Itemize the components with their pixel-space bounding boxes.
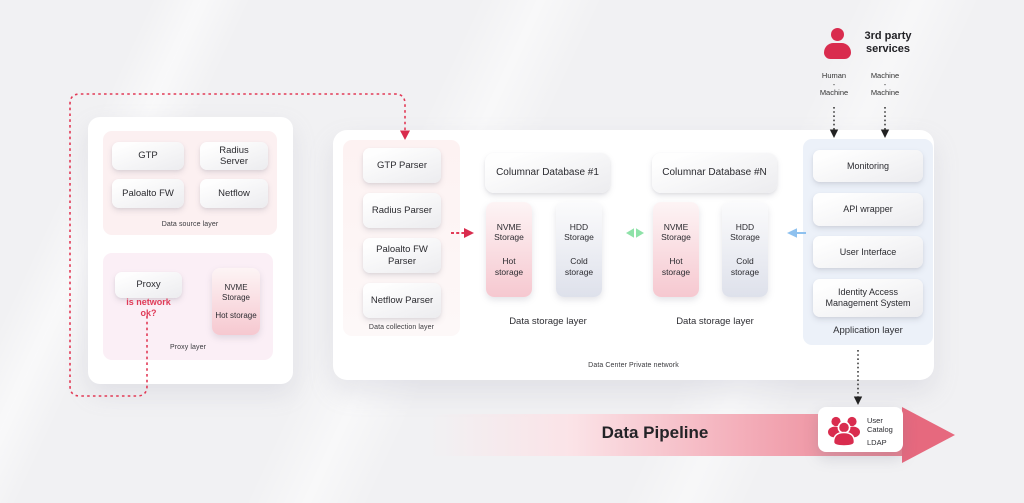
storage2-nvme-card: NVME Storage Hot storage	[653, 202, 699, 297]
storage2-hdd-tier: Cold storage	[730, 256, 760, 277]
user-interface-node: User Interface	[813, 236, 923, 268]
flow1-dash: -	[832, 79, 836, 89]
columnar-database-n-node: Columnar Database #N	[652, 153, 777, 193]
storage2-nvme-tier: Hot storage	[661, 256, 691, 277]
person-icon	[831, 28, 844, 41]
columnar-database-1-label: Columnar Database #1	[496, 167, 599, 178]
storage1-hdd-title: HDD Storage	[564, 221, 594, 243]
storage1-hdd-tier: Cold storage	[564, 256, 594, 277]
storage2-nvme-title: NVME Storage	[661, 221, 691, 243]
user-catalog-label: User Catalog	[867, 416, 893, 434]
human-machine-flow-label: Human - Machine	[808, 71, 860, 98]
monitoring-node: Monitoring	[813, 150, 923, 182]
application-layer-label: Application layer	[833, 325, 903, 336]
proxy-nvme-storage-card: NVME Storage Hot storage	[212, 268, 260, 335]
storage2-hdd-title: HDD Storage	[730, 221, 760, 243]
proxy-nvme-title: NVME Storage	[221, 282, 251, 302]
ldap-label: LDAP	[867, 438, 887, 447]
storage1-nvme-title: NVME Storage	[494, 221, 524, 243]
data-pipeline-arrowhead-icon	[902, 407, 955, 463]
gtp-label: GTP	[138, 150, 158, 162]
data-storage-layer-1-label: Data storage layer	[509, 316, 587, 327]
proxy-layer-panel: Proxy is network ok? NVME Storage Hot st…	[103, 253, 273, 360]
columnar-database-n-label: Columnar Database #N	[662, 167, 767, 178]
proxy-layer-label: Proxy layer	[169, 344, 207, 351]
paloalto-fw-label: Paloalto FW	[122, 187, 174, 199]
radius-parser-label: Radius Parser	[371, 204, 433, 216]
flow2-dash: -	[883, 79, 887, 89]
data-pipeline-title: Data Pipeline	[601, 423, 709, 442]
storage1-nvme-card: NVME Storage Hot storage	[486, 202, 532, 297]
storage1-hdd-card: HDD Storage Cold storage	[556, 202, 602, 297]
paloalto-fw-parser-label: Paloalto FW Parser	[376, 244, 428, 267]
gtp-parser-node: GTP Parser	[363, 148, 441, 183]
application-layer-panel: Monitoring API wrapper User Interface Id…	[803, 139, 933, 345]
source-proxy-card: GTP Radius Server Paloalto FW Netflow Da…	[88, 117, 293, 384]
data-storage-layer-2-label: Data storage layer	[676, 316, 754, 327]
flow2-bottom: Machine	[870, 88, 900, 98]
netflow-label: Netflow	[218, 187, 250, 199]
network-question-text: is network ok?	[126, 297, 171, 318]
person-icon-body	[824, 43, 851, 59]
data-collection-layer-label: Data collection layer	[368, 324, 435, 331]
machine-machine-flow-label: Machine - Machine	[859, 71, 911, 98]
monitoring-label: Monitoring	[846, 160, 890, 171]
columnar-database-1-node: Columnar Database #1	[485, 153, 610, 193]
datacenter-label: Data Center Private network	[588, 362, 679, 369]
proxy-nvme-tier: Hot storage	[215, 310, 257, 320]
datacenter-container: GTP Parser Radius Parser Paloalto FW Par…	[333, 130, 934, 380]
api-wrapper-label: API wrapper	[843, 204, 893, 215]
gtp-parser-label: GTP Parser	[377, 159, 427, 171]
radius-server-label: Radius Server	[219, 144, 249, 167]
storage2-hdd-card: HDD Storage Cold storage	[722, 202, 768, 297]
flow1-top: Human	[821, 71, 847, 80]
identity-access-label: Identity Access Management System	[825, 287, 911, 308]
netflow-parser-label: Netflow Parser	[370, 294, 434, 306]
data-source-layer-panel: GTP Radius Server Paloalto FW Netflow Da…	[103, 131, 277, 235]
flow1-bottom: Machine	[819, 88, 849, 98]
user-catalog-card: User Catalog LDAP	[818, 407, 903, 452]
third-party-title: 3rd party services	[864, 30, 912, 56]
identity-access-node: Identity Access Management System	[813, 279, 923, 317]
paloalto-fw-parser-node: Paloalto FW Parser	[363, 238, 441, 273]
paloalto-fw-node: Paloalto FW	[112, 179, 184, 208]
user-group-icon	[828, 416, 860, 447]
user-interface-label: User Interface	[839, 246, 897, 257]
radius-server-node: Radius Server	[200, 142, 268, 170]
storage1-nvme-tier: Hot storage	[494, 256, 524, 277]
api-wrapper-node: API wrapper	[813, 193, 923, 226]
netflow-node: Netflow	[200, 179, 268, 208]
gtp-node: GTP	[112, 142, 184, 170]
data-source-layer-label: Data source layer	[161, 221, 219, 228]
radius-parser-node: Radius Parser	[363, 193, 441, 228]
proxy-label: Proxy	[136, 279, 161, 291]
flow2-top: Machine	[870, 71, 900, 80]
data-collection-layer-panel: GTP Parser Radius Parser Paloalto FW Par…	[343, 140, 460, 336]
netflow-parser-node: Netflow Parser	[363, 283, 441, 318]
proxy-node: Proxy	[115, 272, 182, 298]
